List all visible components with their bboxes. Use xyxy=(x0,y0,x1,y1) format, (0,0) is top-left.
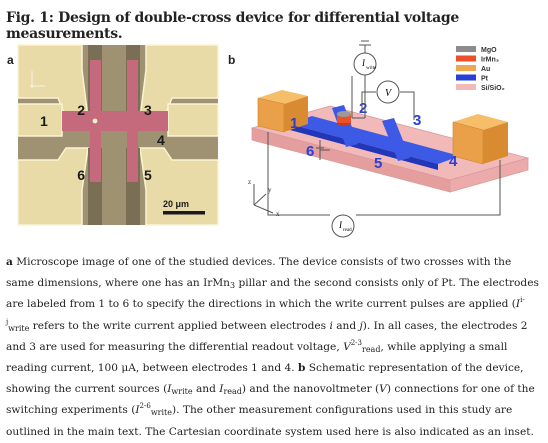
legend-swatch xyxy=(456,65,476,71)
axis-z-label: z xyxy=(248,178,251,186)
axis-x-label: x xyxy=(276,210,280,218)
legend-label: Si/SiO₂ xyxy=(481,85,505,92)
caption-a-iij-I: I xyxy=(515,298,521,311)
legend-swatch xyxy=(456,84,476,90)
caption-a-text-4: ). In all cases, the electrodes 2 and 3 … xyxy=(6,319,528,353)
caption-a-sub-irmn: 3 xyxy=(230,281,236,291)
schematic-label-1: 1 xyxy=(290,115,298,132)
voltmeter-label: V xyxy=(385,88,393,99)
electrode-label-1: 1 xyxy=(40,113,48,129)
caption-b-letter: b xyxy=(298,362,306,375)
scale-bar-label: 20 μm xyxy=(163,199,189,209)
legend-label: IrMn₃ xyxy=(481,57,499,64)
i-read-label: I xyxy=(338,220,343,230)
caption-b-text-1: Schematic representation of the device, … xyxy=(6,362,524,396)
figure-title: Fig. 1: Design of double-cross device fo… xyxy=(6,10,459,42)
caption-a-iij-sub: write xyxy=(8,323,30,333)
caption-b-text-3: ) connections for one of the switching e… xyxy=(6,383,535,417)
scale-bar xyxy=(163,211,205,215)
caption-b-text-4: ). The other measurement configurations … xyxy=(6,404,534,438)
schematic-label-5: 5 xyxy=(374,155,382,172)
caption-a-text-1: Microscope image of one of the studied d… xyxy=(6,256,512,290)
legend-label: MgO xyxy=(481,47,497,54)
caption-b-I26-sub: write xyxy=(150,408,173,418)
electrode-label-4: 4 xyxy=(157,132,165,148)
panel-a-axes-inset xyxy=(31,71,45,87)
legend-swatch xyxy=(456,74,476,81)
i-write-sub: write xyxy=(366,66,377,71)
caption-b-Iw-sub: write xyxy=(171,387,193,397)
i-read-source-icon xyxy=(331,214,355,238)
mgo-cap xyxy=(337,111,351,117)
voltmeter-icon xyxy=(376,80,400,104)
caption-b-V: V xyxy=(379,383,387,396)
electrode-label-6: 6 xyxy=(77,167,85,183)
caption-b-Ir: I xyxy=(219,383,224,396)
legend-label: Pt xyxy=(481,76,489,83)
caption-a-j: j xyxy=(359,319,363,332)
caption-a-text-3: refers to the write current applied betw… xyxy=(29,319,330,332)
i-write-source-icon xyxy=(353,52,377,76)
schematic-label-4: 4 xyxy=(449,153,458,170)
legend-swatch xyxy=(456,46,476,52)
i-write-label: I xyxy=(361,58,366,68)
caption-a-V-sup: 2-3 xyxy=(350,338,362,347)
caption-b-I26-sup: 2-6 xyxy=(139,402,151,411)
legend-label: Au xyxy=(481,66,490,73)
caption-a-text-2: pillar and the second consists only of P… xyxy=(6,277,539,311)
schematic-label-2: 2 xyxy=(359,100,367,117)
caption-b-and: and xyxy=(192,383,220,396)
caption-b-text-2: ) and the nanovoltmeter ( xyxy=(241,383,380,396)
caption-a-iij-sup: i-j xyxy=(6,296,525,326)
axis-y-label: y xyxy=(268,186,272,194)
panel-b-letter: b xyxy=(228,53,236,67)
panel-b-axes-inset xyxy=(253,184,274,214)
caption-b-Iw: I xyxy=(167,383,172,396)
schematic-label-6: 6 xyxy=(306,143,314,160)
electrode-label-2: 2 xyxy=(77,102,85,118)
caption-a-V-sub: read xyxy=(362,344,381,354)
caption-b-Ir-sub: read xyxy=(223,387,242,397)
caption-a-V: V xyxy=(343,340,351,353)
caption-a-letter: a xyxy=(6,256,13,268)
caption-b-I26: I xyxy=(135,404,140,417)
electrode-label-3: 3 xyxy=(144,102,152,118)
figure-caption: a Microscope image of one of the studied… xyxy=(6,252,542,443)
caption-a-i: i xyxy=(329,319,333,332)
panel-b-schematic: 1 2 3 4 5 6 xyxy=(248,40,530,238)
caption-a-text-5: , while applying a small reading current… xyxy=(6,340,508,375)
pt-bar xyxy=(290,116,460,164)
caption-a-and: and xyxy=(332,319,360,332)
legend-swatch xyxy=(456,55,476,62)
schematic-label-3: 3 xyxy=(413,112,421,129)
panel-a-letter: a xyxy=(7,53,14,67)
electrode-label-5: 5 xyxy=(144,167,152,183)
panel-a-microscope-image: 2 3 1 4 6 5 20 μm xyxy=(17,44,219,226)
i-read-sub: read xyxy=(343,228,352,233)
irmn-pillar-dot xyxy=(92,118,98,124)
figure-graphics: 2 3 1 4 6 5 20 μm xyxy=(17,40,530,238)
